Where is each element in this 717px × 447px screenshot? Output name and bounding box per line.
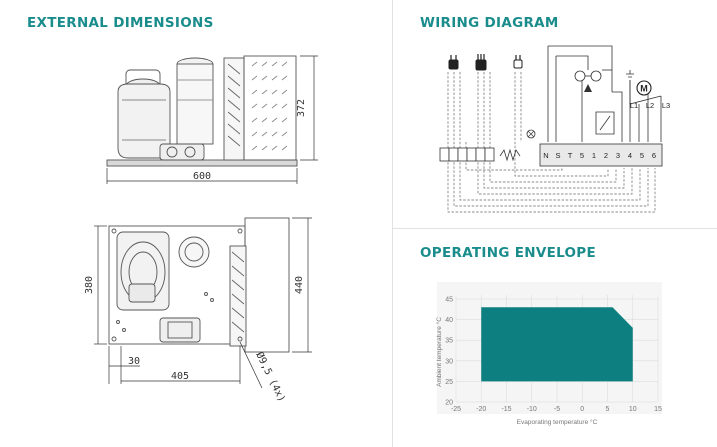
x-tick-label: 10 [629,406,637,413]
operating-envelope-chart: -25 -20 -15 -10 -5 0 5 10 15 20 25 30 35 40 45 Evapor… [435,282,662,426]
dim-side-height: 372 [296,99,307,117]
svg-text:T: T [568,151,573,160]
y-tick-label: 20 [445,400,453,407]
y-axis-label: Ambient temperature °C [435,317,443,387]
svg-text:5: 5 [580,151,584,160]
dimension-drawings: 600 372 380 440 30 405 Ø9,5 (4x) [84,55,318,404]
motor-symbol: M [626,70,652,96]
side-view-drawing [106,55,298,167]
wiring-diagram-title: WIRING DIAGRAM [420,15,559,31]
terminal-labels: N S T 5 1 2 3 4 5 6 [543,151,656,160]
x-tick-label: -10 [527,406,537,413]
wiring-diagram: M N S T 5 1 2 3 4 5 6 L1 L2 L3 [439,45,670,213]
motor-label: M [640,84,648,94]
side-view-dimension-lines [106,55,318,184]
svg-text:3: 3 [616,151,620,160]
svg-text:L3: L3 [662,101,670,110]
dim-side-width: 600 [193,171,211,182]
terminal-block [539,143,663,167]
connector-blocks [439,147,495,162]
y-tick-label: 30 [445,358,453,365]
dim-mount-span: 405 [171,371,189,382]
external-dimensions-title: EXTERNAL DIMENSIONS [27,15,214,31]
envelope-area [481,307,633,382]
x-axis-label: Evaporating temperature °C [517,418,598,426]
resistor-icon [499,148,521,162]
wiring-solid-lines [547,45,662,142]
svg-text:L1: L1 [630,101,638,110]
lamp-icon [526,129,536,139]
svg-text:5: 5 [640,151,644,160]
section-divider-vertical [392,0,393,447]
x-tick-labels: -25 -20 -15 -10 -5 0 5 10 15 [451,406,662,413]
svg-text:4: 4 [628,151,632,160]
thermostat-symbol [574,70,602,82]
svg-text:2: 2 [604,151,608,160]
top-view-dimension-lines [94,217,312,389]
dim-top-height: 440 [294,276,305,294]
y-tick-label: 40 [445,317,453,324]
dim-hole: Ø9,5 (4x) [253,350,288,404]
svg-text:6: 6 [652,151,656,160]
svg-text:1: 1 [592,151,596,160]
sensor-icon [475,59,487,71]
y-tick-label: 45 [445,297,453,304]
y-tick-labels: 20 25 30 35 40 45 [445,297,453,407]
phase-labels: L1 L2 L3 [630,101,670,110]
y-tick-label: 25 [445,379,453,386]
plug-icon [448,59,459,70]
switch-icon [513,59,523,69]
dim-top-depth: 380 [84,276,95,294]
x-tick-label: 5 [606,406,610,413]
fan-icon [584,84,592,92]
svg-text:N: N [543,151,548,160]
section-divider-horizontal [393,228,717,229]
y-tick-label: 35 [445,338,453,345]
x-tick-label: -25 [451,406,461,413]
device-icons [448,54,523,71]
x-tick-label: -20 [476,406,486,413]
svg-text:L2: L2 [646,101,654,110]
svg-text:S: S [555,151,560,160]
operating-envelope-title: OPERATING ENVELOPE [420,245,597,261]
top-view-drawing [108,217,290,353]
x-tick-label: 0 [580,406,584,413]
dim-offset: 30 [128,356,140,367]
x-tick-label: -15 [501,406,511,413]
wiring-lines [447,72,656,213]
x-tick-label: -5 [554,406,560,413]
x-tick-label: 15 [654,406,662,413]
